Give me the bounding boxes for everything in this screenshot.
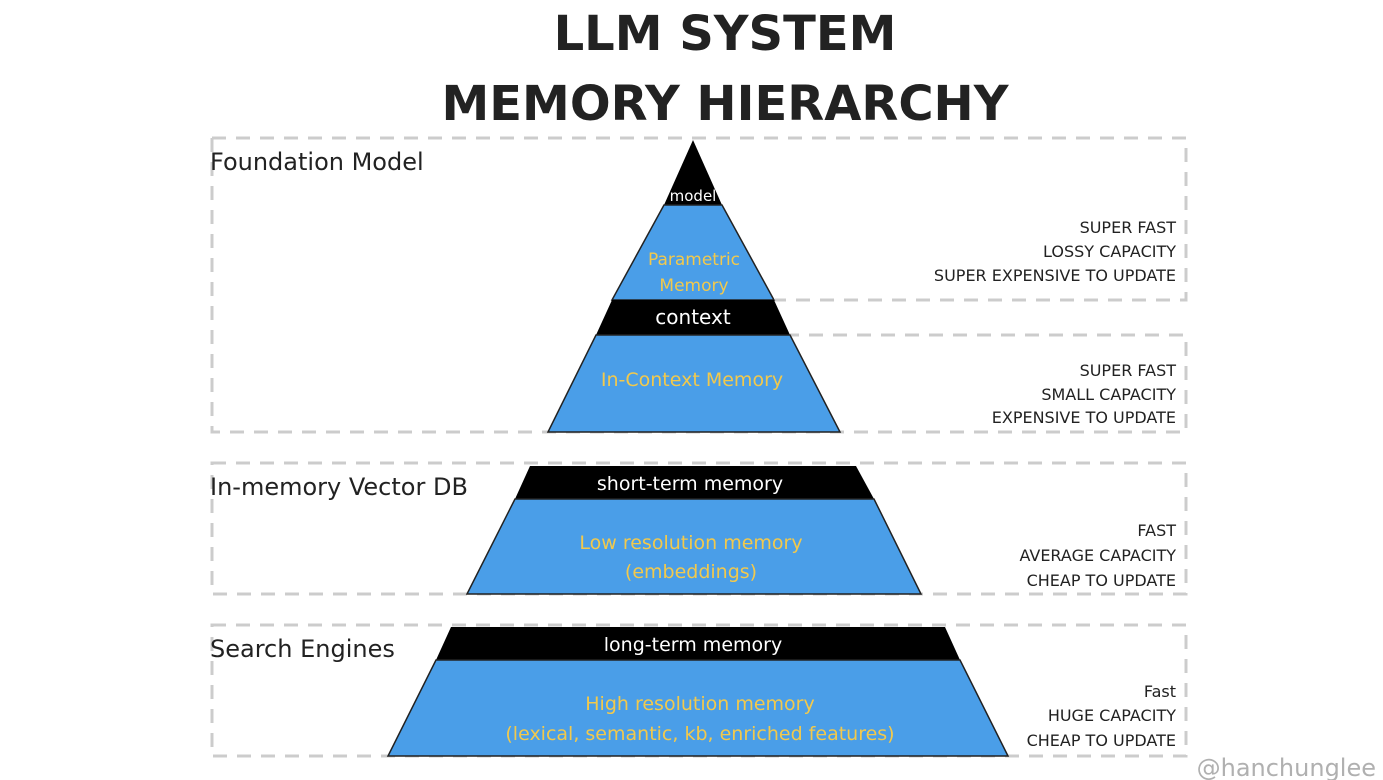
trait-vector-db-speed: FAST — [1137, 521, 1176, 540]
section-label-foundation-model: Foundation Model — [210, 148, 424, 176]
diagram-title-line-2: MEMORY HIERARCHY — [442, 76, 1010, 132]
low-resolution-memory-label-line-1: Low resolution memory — [579, 532, 802, 554]
low-resolution-memory-tier — [465, 498, 923, 595]
diagram-title-line-1: LLM SYSTEM — [554, 6, 897, 62]
section-label-vector-db: In-memory Vector DB — [210, 473, 468, 501]
short-term-memory-band-label: short-term memory — [597, 473, 783, 495]
in-context-memory-label: In-Context Memory — [601, 369, 783, 391]
trait-parametric-update-cost: SUPER EXPENSIVE TO UPDATE — [934, 266, 1176, 285]
long-term-memory-band — [436, 627, 960, 660]
parametric-memory-label-line-1: Parametric — [648, 250, 740, 270]
trait-in-context-update-cost: EXPENSIVE TO UPDATE — [992, 408, 1176, 427]
high-resolution-memory-label-line-1: High resolution memory — [585, 693, 814, 715]
trait-vector-db-capacity: AVERAGE CAPACITY — [1019, 546, 1176, 565]
high-resolution-memory-label-line-2: (lexical, semantic, kb, enriched feature… — [505, 723, 894, 745]
long-term-memory-band-label: long-term memory — [604, 634, 782, 656]
low-resolution-memory-label-line-2: (embeddings) — [625, 561, 757, 583]
context-band — [596, 300, 790, 335]
high-resolution-memory-tier — [386, 659, 1010, 757]
trait-in-context-speed: SUPER FAST — [1080, 361, 1177, 380]
foundation-model-box — [210, 138, 1188, 434]
in-context-memory-tier — [546, 334, 842, 433]
trait-parametric-capacity: LOSSY CAPACITY — [1043, 242, 1176, 261]
trait-parametric-speed: SUPER FAST — [1080, 218, 1177, 237]
context-band-label: context — [655, 305, 731, 329]
trait-in-context-capacity: SMALL CAPACITY — [1041, 385, 1176, 404]
trait-search-engines-speed: Fast — [1144, 682, 1176, 701]
parametric-memory-label-line-2: Memory — [659, 276, 728, 296]
model-band-label: model — [670, 187, 717, 205]
author-watermark: @hanchunglee — [1197, 754, 1376, 780]
foundation-model-top-box — [212, 136, 1188, 302]
model-band — [664, 140, 722, 205]
short-term-memory-band — [515, 466, 874, 499]
trait-vector-db-update-cost: CHEAP TO UPDATE — [1027, 571, 1176, 590]
section-label-search-engines: Search Engines — [210, 635, 395, 663]
trait-search-engines-capacity: HUGE CAPACITY — [1048, 706, 1176, 725]
trait-search-engines-update-cost: CHEAP TO UPDATE — [1027, 731, 1176, 750]
